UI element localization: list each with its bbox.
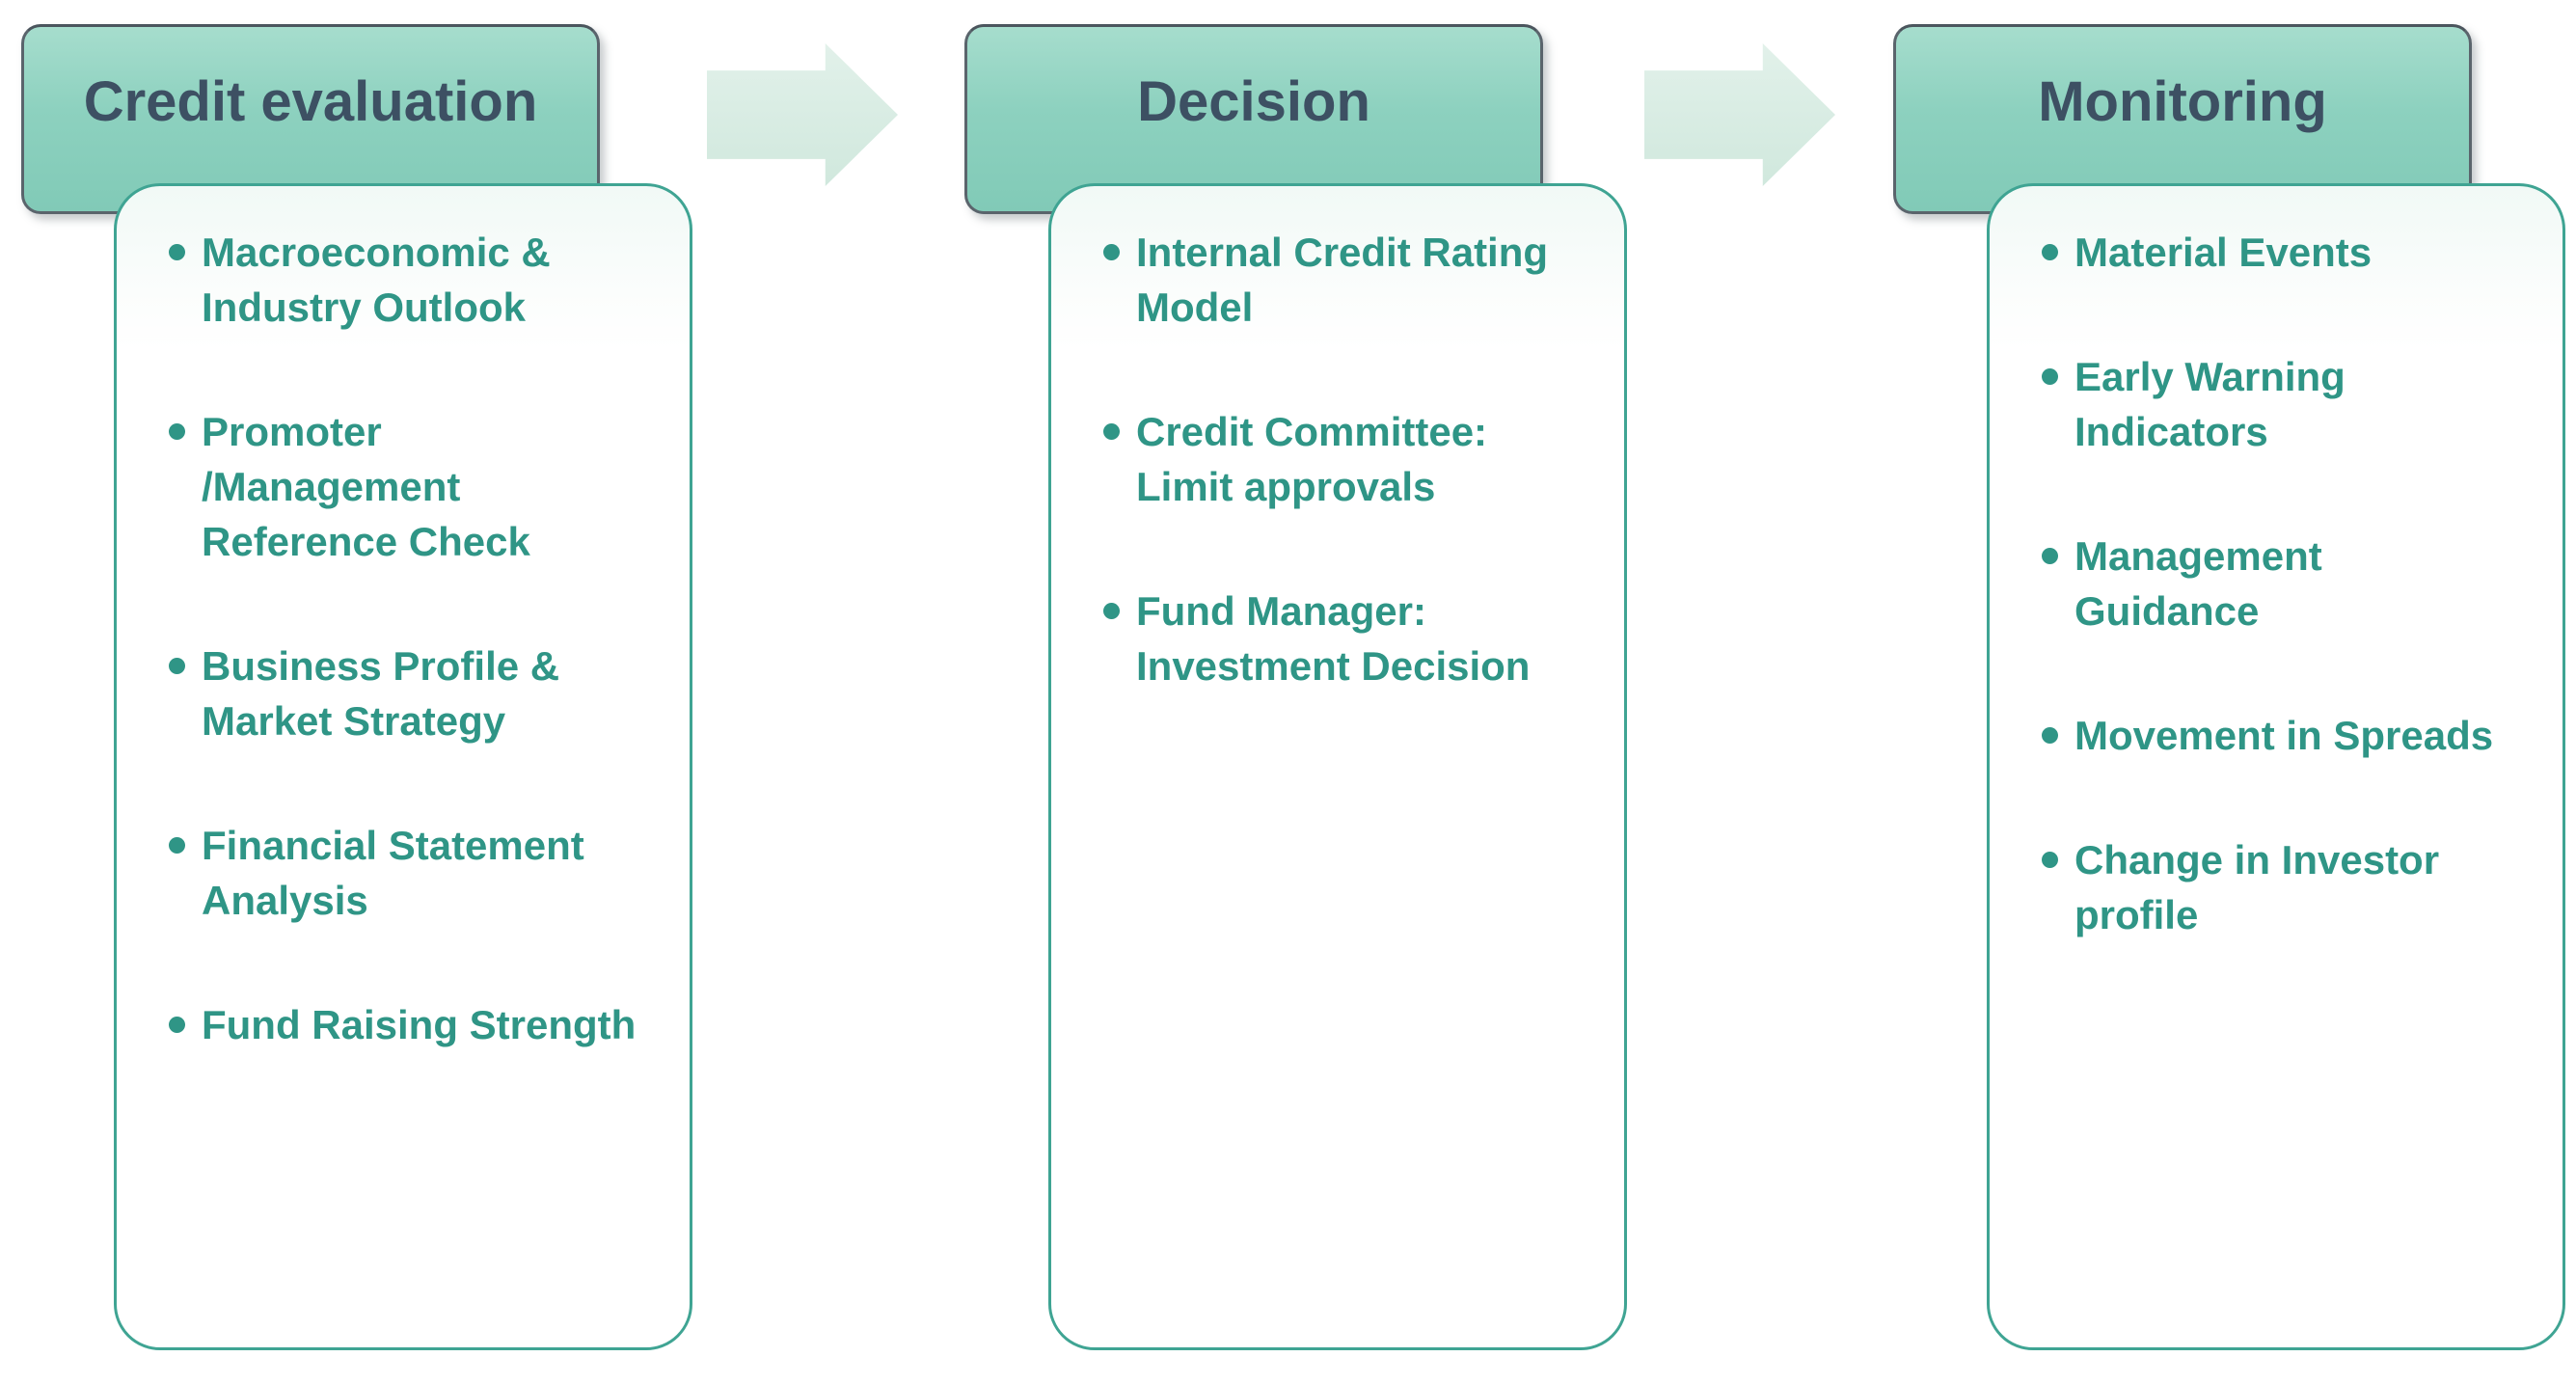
stage-panel-decision: Internal Credit Rating Model Credit Comm… [1048, 183, 1627, 1350]
list-item: Early Warning Indicators [1990, 349, 2534, 459]
list-item: Movement in Spreads [1990, 708, 2534, 763]
stage-title: Monitoring [2038, 70, 2327, 133]
stage-panel-monitoring: Material Events Early Warning Indicators… [1987, 183, 2565, 1350]
list-item: Internal Credit Rating Model [1051, 225, 1595, 335]
list-item: Fund Manager: Investment Decision [1051, 583, 1595, 693]
stage-header-monitoring: Monitoring [1893, 24, 2472, 214]
list-item: Fund Raising Strength [117, 997, 661, 1052]
stage-title: Decision [1137, 70, 1370, 133]
stage-title: Credit evaluation [83, 70, 538, 133]
list-item: Material Events [1990, 225, 2534, 280]
list-item: Financial Statement Analysis [117, 818, 661, 928]
stage-panel-credit-evaluation: Macroeconomic & Industry Outlook Promote… [114, 183, 692, 1350]
list-item: Business Profile & Market Strategy [117, 638, 661, 748]
list-item: Management Guidance [1990, 529, 2534, 638]
stage-header-credit-evaluation: Credit evaluation [21, 24, 600, 214]
list-item: Credit Committee: Limit approvals [1051, 404, 1595, 514]
list-item: Promoter /Management Reference Check [117, 404, 661, 569]
list-item: Macroeconomic & Industry Outlook [117, 225, 661, 335]
bullet-list: Macroeconomic & Industry Outlook Promote… [117, 186, 690, 1052]
bullet-list: Material Events Early Warning Indicators… [1990, 186, 2562, 942]
list-item: Change in Investor profile [1990, 832, 2534, 942]
bullet-list: Internal Credit Rating Model Credit Comm… [1051, 186, 1624, 693]
arrow-right-icon [707, 43, 898, 186]
arrow-right-icon [1644, 43, 1835, 186]
